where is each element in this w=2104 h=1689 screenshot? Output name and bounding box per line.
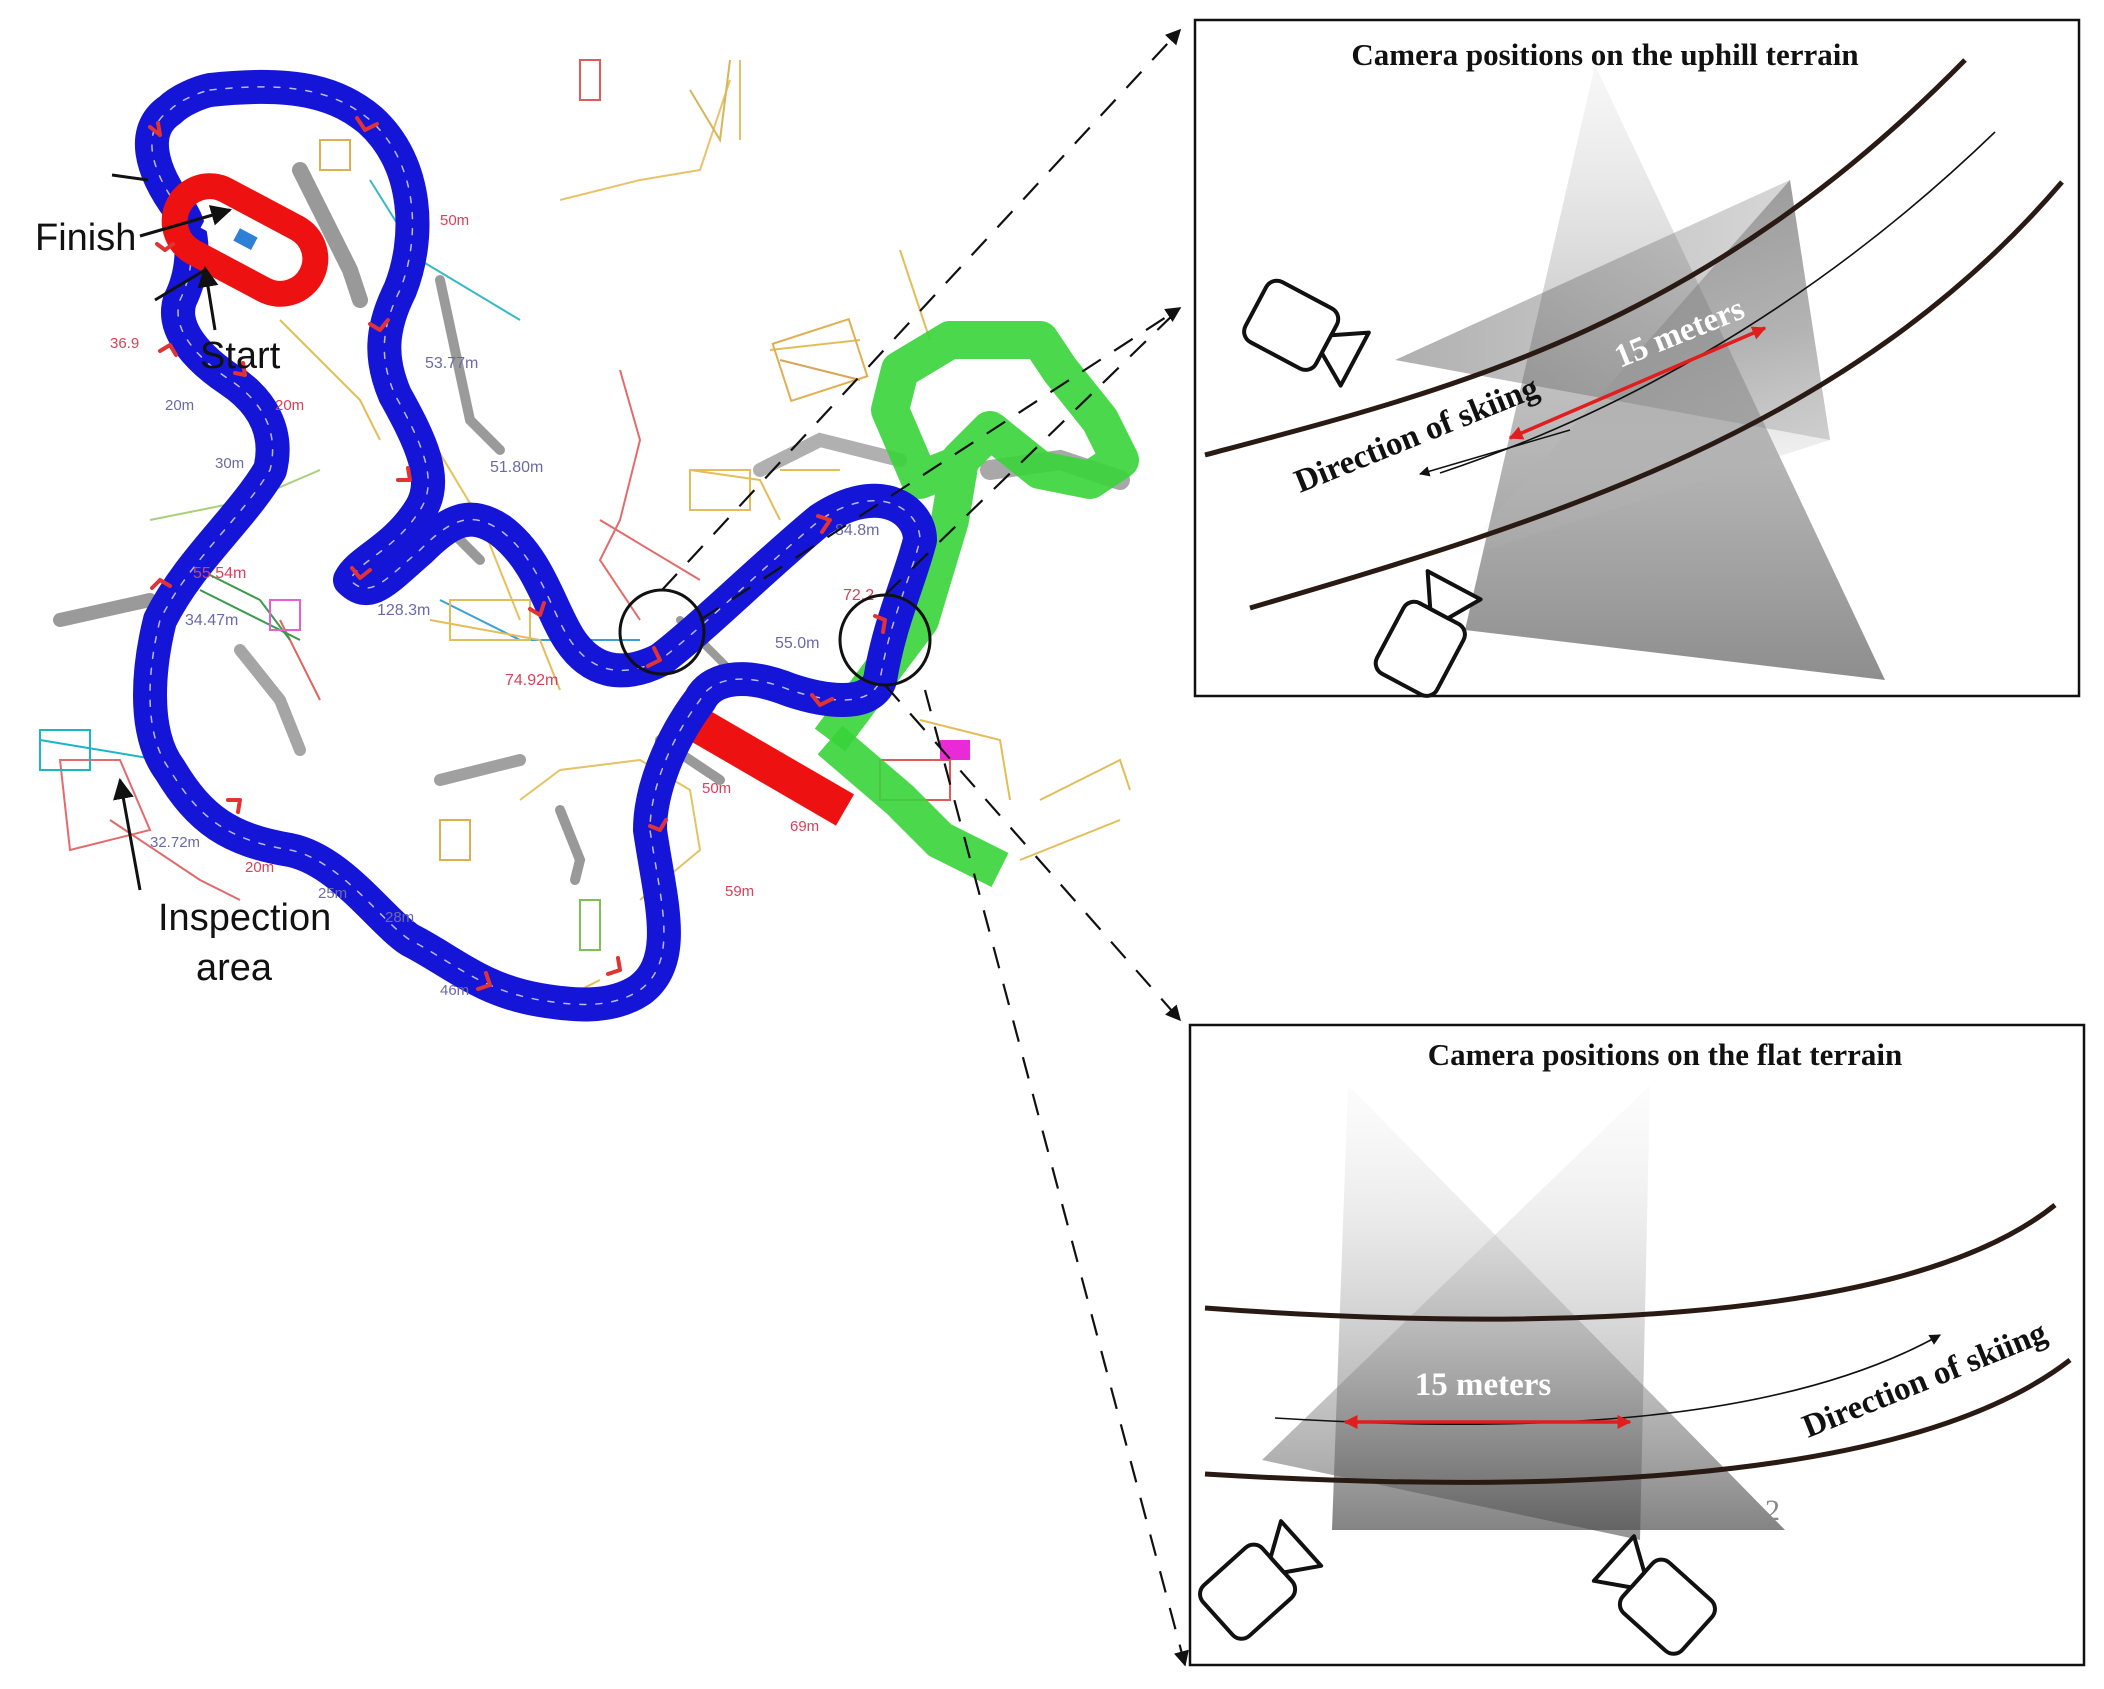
uphill-panel-title: Camera positions on the uphill terrain xyxy=(1351,37,1858,72)
finish-label: Finish xyxy=(35,217,136,259)
distance-label: 28m xyxy=(385,909,414,926)
distance-label: 55.0m xyxy=(775,635,819,652)
uphill-camera-lower xyxy=(1373,569,1483,698)
uphill-distance-arrow xyxy=(1508,326,1767,440)
distance-label: 128.3m xyxy=(377,602,430,619)
distance-label: 59m xyxy=(725,883,754,900)
distance-label: 36.9 xyxy=(110,335,139,352)
flat-panel: Camera positions on the flat terrain 15 … xyxy=(1188,1023,2086,1667)
distance-label: 51.80m xyxy=(490,459,543,476)
distance-label: 74.92m xyxy=(505,672,558,689)
distance-label: 69m xyxy=(790,818,819,835)
connector-lines xyxy=(661,28,1189,1667)
uphill-panel: Camera positions on the uphill terrain 1… xyxy=(1193,18,2081,698)
map-buildings xyxy=(39,59,970,951)
flat-corner-mark: 2 xyxy=(1765,1494,1780,1527)
red-straight-segment xyxy=(680,704,855,826)
flat-track-edge-top xyxy=(1204,1203,2057,1322)
distance-label: 20m xyxy=(165,397,194,414)
distance-label: 50m xyxy=(440,212,469,229)
flat-camera-left xyxy=(1198,1519,1324,1641)
direction-marks xyxy=(148,116,887,991)
uphill-camera-upper xyxy=(1242,278,1371,388)
course-map: 50m 53.77m 51.80m 20m 20m 30m 36.9 55.54… xyxy=(0,0,1140,1040)
distance-label: 20m xyxy=(245,859,274,876)
flat-track-edge-bottom xyxy=(1204,1358,2072,1485)
distance-label: 30m xyxy=(215,455,244,472)
flat-distance-label: 15 meters xyxy=(1415,1367,1552,1403)
uphill-track-edge-bottom xyxy=(1249,180,2064,611)
inspection-label-line1: Inspection xyxy=(158,897,331,939)
distance-label: 34.47m xyxy=(185,612,238,629)
distance-label: 53.77m xyxy=(425,355,478,372)
distance-label: 50m xyxy=(702,780,731,797)
flat-camera-right xyxy=(1591,1534,1717,1656)
map-annotations: Finish Start Inspection area xyxy=(35,173,331,989)
distance-label: 20m xyxy=(275,397,304,414)
main-course-loop xyxy=(133,69,937,1022)
distance-label: 84.8m xyxy=(835,522,879,539)
inspection-label-line2: area xyxy=(196,947,273,989)
distance-label: 25m xyxy=(318,885,347,902)
distance-label: 55.54m xyxy=(193,565,246,582)
distance-labels: 50m 53.77m 51.80m 20m 20m 30m 36.9 55.54… xyxy=(110,212,879,999)
distance-label: 46m xyxy=(440,982,469,999)
distance-label: 32.72m xyxy=(150,834,200,851)
start-label: Start xyxy=(200,335,281,377)
distance-label: 72.2 xyxy=(843,587,874,604)
flat-panel-title: Camera positions on the flat terrain xyxy=(1428,1037,1902,1072)
